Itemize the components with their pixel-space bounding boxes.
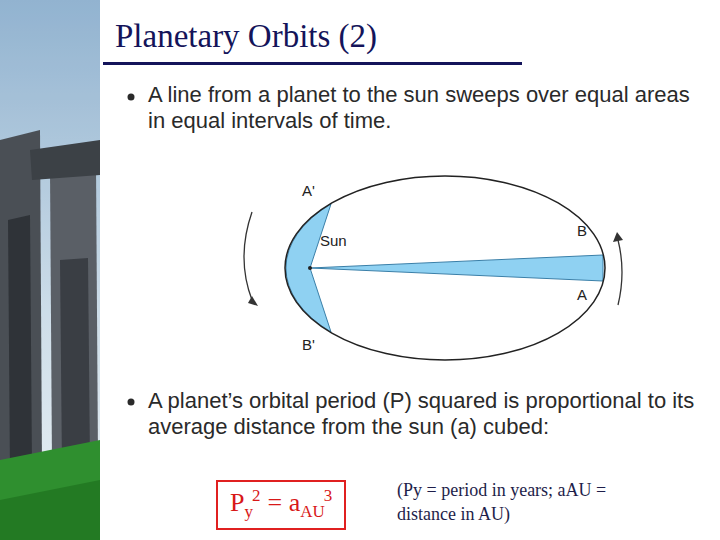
motion-arrow [618,240,622,305]
standing-stone [8,215,32,475]
formula-part: y [244,502,253,521]
lintel-stone [30,140,100,180]
point-label: B [577,222,587,239]
formula-box: Py2 = aAU3 [216,480,346,530]
motion-arrow [244,212,252,300]
title-underline [103,62,522,65]
sun-label: Sun [320,232,347,249]
slide-title: Planetary Orbits (2) [115,18,377,55]
bullet-dot [128,399,135,406]
point-label: A [577,286,587,303]
grass [0,440,100,540]
bullet-dot [128,94,135,101]
swept-area [310,255,603,281]
formula-part: 3 [324,486,333,505]
bullet-text: A planet’s orbital period (P) squared is… [148,388,703,440]
formula-note: (Py = period in years; aAU = distance in… [397,478,629,526]
point-label: B' [302,336,315,353]
formula-part: = a [267,488,300,517]
standing-stone [60,258,90,468]
standing-stone [0,130,42,480]
bullet-text: A line from a planet to the sun sweeps o… [148,82,693,134]
point-label: A' [302,182,315,199]
sun-point [308,266,312,270]
sky-strip [0,0,100,540]
formula-part: AU [300,502,325,521]
formula-part: P [230,488,244,517]
formula-part: 2 [252,486,261,505]
orbit-ellipse [285,176,605,360]
